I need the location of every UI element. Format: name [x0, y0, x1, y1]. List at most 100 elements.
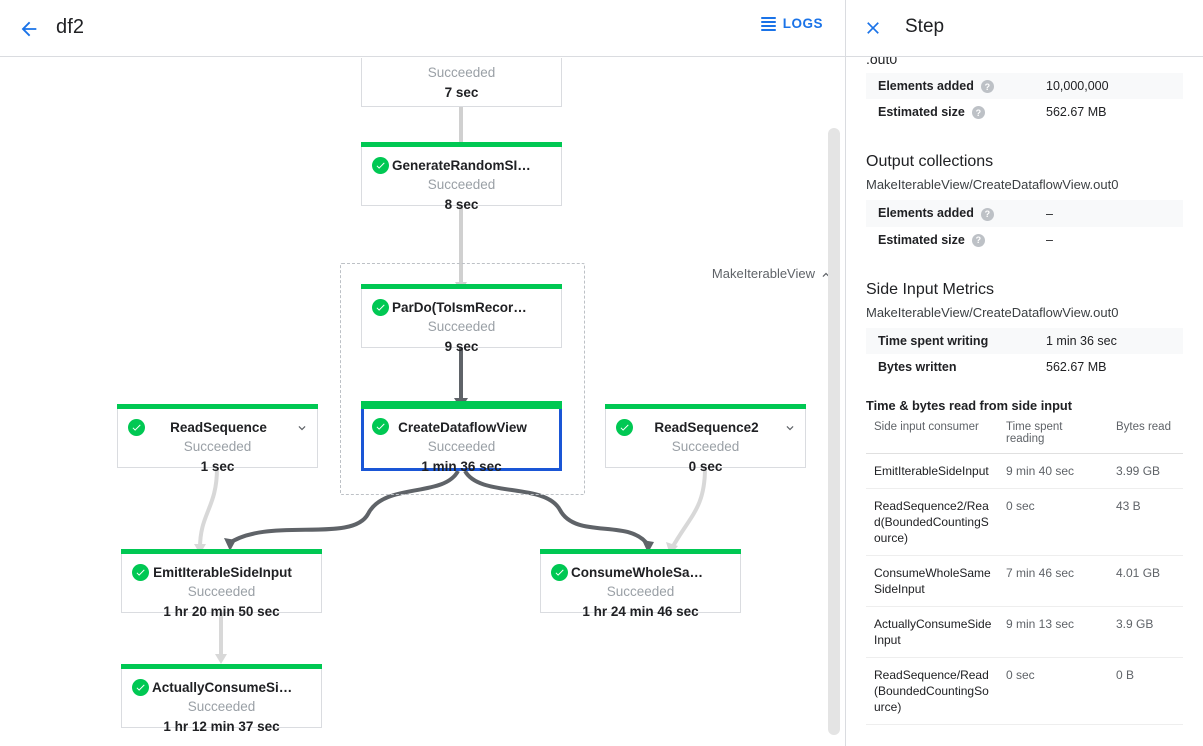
cell-consumer: ConsumeWholeSameSideInput	[866, 555, 998, 607]
node-partial-scrolled[interactable]: Succeeded 7 sec	[361, 58, 562, 107]
node-pardo-toismrecordfor[interactable]: ParDo(ToIsmRecordFor… Succeeded 9 sec	[361, 284, 562, 354]
composite-group-label: MakeIterableView	[711, 266, 815, 281]
side-input-collection-name: MakeIterableView/CreateDataflowView.out0	[866, 304, 1119, 320]
back-arrow-icon[interactable]	[14, 14, 44, 44]
node-status: Succeeded	[427, 319, 496, 334]
side-input-read-heading: Time & bytes read from side input	[866, 397, 1072, 413]
node-time: 1 sec	[200, 459, 235, 474]
pane-divider	[845, 0, 846, 746]
table-header-row: Side input consumer Time spent reading B…	[866, 414, 1183, 454]
job-graph-pane: df2 LOGS	[0, 0, 845, 746]
graph-canvas[interactable]: MakeIterableView Succeeded 7 sec Generat…	[0, 58, 845, 746]
node-time: 0 sec	[688, 459, 723, 474]
node-actuallyconsumesideinput[interactable]: ActuallyConsumeSideI… Succeeded 1 hr 12 …	[121, 664, 322, 734]
app-topbar: df2 LOGS	[0, 0, 845, 57]
logs-button[interactable]: LOGS	[760, 16, 823, 31]
help-icon[interactable]: ?	[980, 207, 994, 221]
metric-value: 10,000,000	[1046, 79, 1109, 94]
node-status: Succeeded	[427, 177, 496, 192]
success-check-icon	[372, 299, 389, 316]
column-header-consumer: Side input consumer	[866, 414, 998, 454]
node-status: Succeeded	[427, 439, 496, 454]
node-time: 7 sec	[444, 85, 479, 100]
metric-label: Time spent writing	[878, 333, 989, 348]
node-emititerablesideinput[interactable]: EmitIterableSideInput Succeeded 1 hr 20 …	[121, 549, 322, 619]
column-header-time: Time spent reading	[998, 414, 1108, 454]
node-name: GenerateRandomSIData	[392, 158, 547, 173]
cell-time: 0 sec	[998, 657, 1108, 725]
chevron-down-icon[interactable]	[295, 421, 309, 435]
success-check-icon	[551, 564, 568, 581]
side-input-metrics-heading: Side Input Metrics	[866, 280, 995, 298]
side-input-read-table: Side input consumer Time spent reading B…	[866, 414, 1183, 725]
node-time: 1 hr 20 min 50 sec	[163, 604, 280, 619]
step-panel-header: Step	[846, 0, 1203, 57]
cell-consumer: EmitIterableSideInput	[866, 453, 998, 489]
table-row: Elements added? –	[866, 200, 1183, 227]
table-row: ReadSequence2/Read(BoundedCountingSource…	[866, 488, 1183, 556]
composite-group-makeiterableview[interactable]	[340, 263, 585, 495]
output-collections-heading: Output collections	[866, 153, 994, 171]
cell-time: 9 min 40 sec	[998, 453, 1108, 489]
node-name: ParDo(ToIsmRecordFor…	[392, 300, 557, 315]
help-icon[interactable]: ?	[971, 106, 985, 120]
node-status-bar	[361, 284, 562, 289]
metric-label: Estimated size	[878, 232, 965, 247]
scrolled-collection-fragment: .out0	[866, 57, 898, 67]
step-details-panel: Step .out0 Elements added? 10,000,000 Es…	[846, 0, 1203, 746]
node-status-bar	[117, 404, 318, 409]
success-check-icon	[132, 679, 149, 696]
node-status-bar	[361, 142, 562, 147]
node-status: Succeeded	[427, 65, 496, 80]
cell-bytes: 3.9 GB	[1108, 606, 1183, 658]
metric-value: 562.67 MB	[1046, 105, 1107, 120]
node-status: Succeeded	[606, 584, 675, 599]
cell-time: 7 min 46 sec	[998, 555, 1108, 607]
cell-bytes: 43 B	[1108, 488, 1183, 556]
cell-consumer: ReadSequence2/Read(BoundedCountingSource…	[866, 488, 998, 556]
metric-value: 562.67 MB	[1046, 359, 1107, 374]
node-readsequence[interactable]: ReadSequence Succeeded 1 sec	[117, 404, 318, 474]
node-consumewholesamesideinput[interactable]: ConsumeWholeSameSi… Succeeded 1 hr 24 mi…	[540, 549, 741, 619]
input-metrics-table: Elements added? 10,000,000 Estimated siz…	[866, 73, 1183, 125]
node-createdataflowview[interactable]: CreateDataflowView Succeeded 1 min 36 se…	[361, 401, 562, 474]
page-title: df2	[56, 16, 85, 38]
table-row: ReadSequence/Read(BoundedCountingSource)…	[866, 657, 1183, 725]
graph-vertical-scrollbar[interactable]	[828, 128, 840, 735]
node-readsequence2[interactable]: ReadSequence2 Succeeded 0 sec	[605, 404, 806, 474]
output-collection-name: MakeIterableView/CreateDataflowView.out0	[866, 177, 1119, 193]
logs-button-label: LOGS	[782, 16, 823, 31]
step-panel-body[interactable]: .out0 Elements added? 10,000,000 Estimat…	[846, 57, 1203, 746]
help-icon[interactable]: ?	[971, 233, 985, 247]
metric-label: Bytes written	[878, 359, 957, 374]
metric-label: Elements added	[878, 79, 974, 93]
table-row: Elements added? 10,000,000	[866, 73, 1183, 100]
metric-label: Estimated size	[878, 105, 965, 120]
metric-label: Elements added	[878, 206, 974, 221]
close-icon[interactable]	[860, 15, 886, 41]
node-name: ReadSequence	[170, 420, 267, 435]
success-check-icon	[372, 157, 389, 174]
node-status: Succeeded	[671, 439, 740, 454]
cell-time: 0 sec	[998, 488, 1108, 556]
chevron-down-icon[interactable]	[783, 421, 797, 435]
chevron-up-icon[interactable]	[819, 268, 833, 282]
step-panel-title: Step	[905, 16, 945, 37]
table-row: Estimated size? 562.67 MB	[866, 99, 1183, 125]
node-name: EmitIterableSideInput	[153, 565, 292, 580]
cell-bytes: 3.99 GB	[1108, 453, 1183, 489]
node-time: 9 sec	[444, 339, 479, 354]
node-status: Succeeded	[183, 439, 252, 454]
success-check-icon	[372, 418, 389, 435]
node-name: CreateDataflowView	[398, 420, 527, 435]
output-metrics-table: Elements added? – Estimated size? –	[866, 200, 1183, 252]
node-generaterandomsidata[interactable]: GenerateRandomSIData Succeeded 8 sec	[361, 142, 562, 212]
node-name: ConsumeWholeSameSi…	[571, 565, 736, 580]
success-check-icon	[616, 419, 633, 436]
table-row: ConsumeWholeSameSideInput 7 min 46 sec 4…	[866, 555, 1183, 607]
column-header-bytes: Bytes read	[1108, 414, 1183, 454]
side-input-write-table: Time spent writing 1 min 36 sec Bytes wr…	[866, 327, 1183, 380]
help-icon[interactable]: ?	[980, 80, 994, 94]
cell-time: 9 min 13 sec	[998, 606, 1108, 658]
